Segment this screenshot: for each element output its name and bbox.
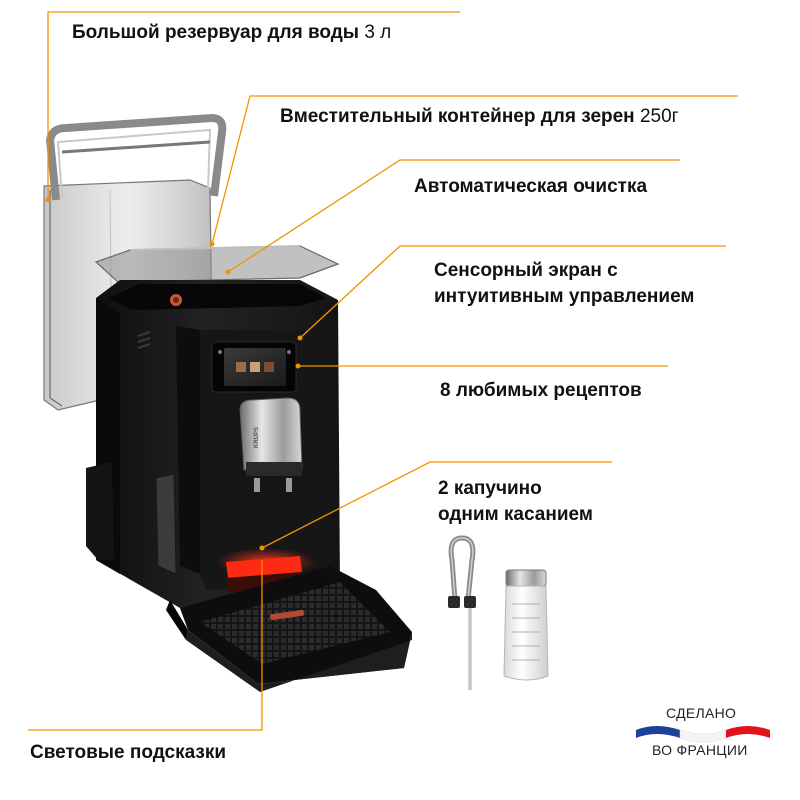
feature-cappuccino-line1: 2 капучино [438,478,542,499]
feature-cappuccino: 2 капучино одним касанием [438,476,593,528]
feature-water-tank: Большой резервуар для воды 3 л [72,20,391,45]
feature-auto-cleaning: Автоматическая очистка [414,174,647,199]
milk-container-image [503,569,549,681]
callout-lines [28,11,738,731]
feature-bean-container-title: Вместительный контейнер для зерен [280,106,635,127]
feature-water-tank-title: Большой резервуар для воды [72,22,360,43]
feature-touch-screen-line2: интуитивным управлением [434,286,695,307]
milk-tube-image [448,535,476,690]
coffee-machine-image [43,114,412,692]
feature-cappuccino-line2: одним касанием [438,504,593,525]
feature-bean-container: Вместительный контейнер для зерен 250г [280,104,679,129]
feature-touch-screen: Сенсорный экран с интуитивным управление… [434,258,694,310]
france-flag-icon [636,726,770,743]
feature-light-hints: Световые подсказки [30,740,226,765]
feature-light-hints-title: Световые подсказки [30,742,227,763]
made-in-country-label: ВО ФРАНЦИИ [652,742,748,758]
feature-recipes-title: 8 любимых рецептов [440,380,642,401]
made-in-label: СДЕЛАНО [666,705,737,721]
feature-recipes: 8 любимых рецептов [440,378,642,403]
callout-dots [45,197,303,551]
feature-bean-container-value: 250г [639,106,679,127]
feature-auto-cleaning-title: Автоматическая очистка [414,176,648,197]
feature-water-tank-value: 3 л [364,22,392,43]
feature-touch-screen-line1: Сенсорный экран с [434,260,618,281]
